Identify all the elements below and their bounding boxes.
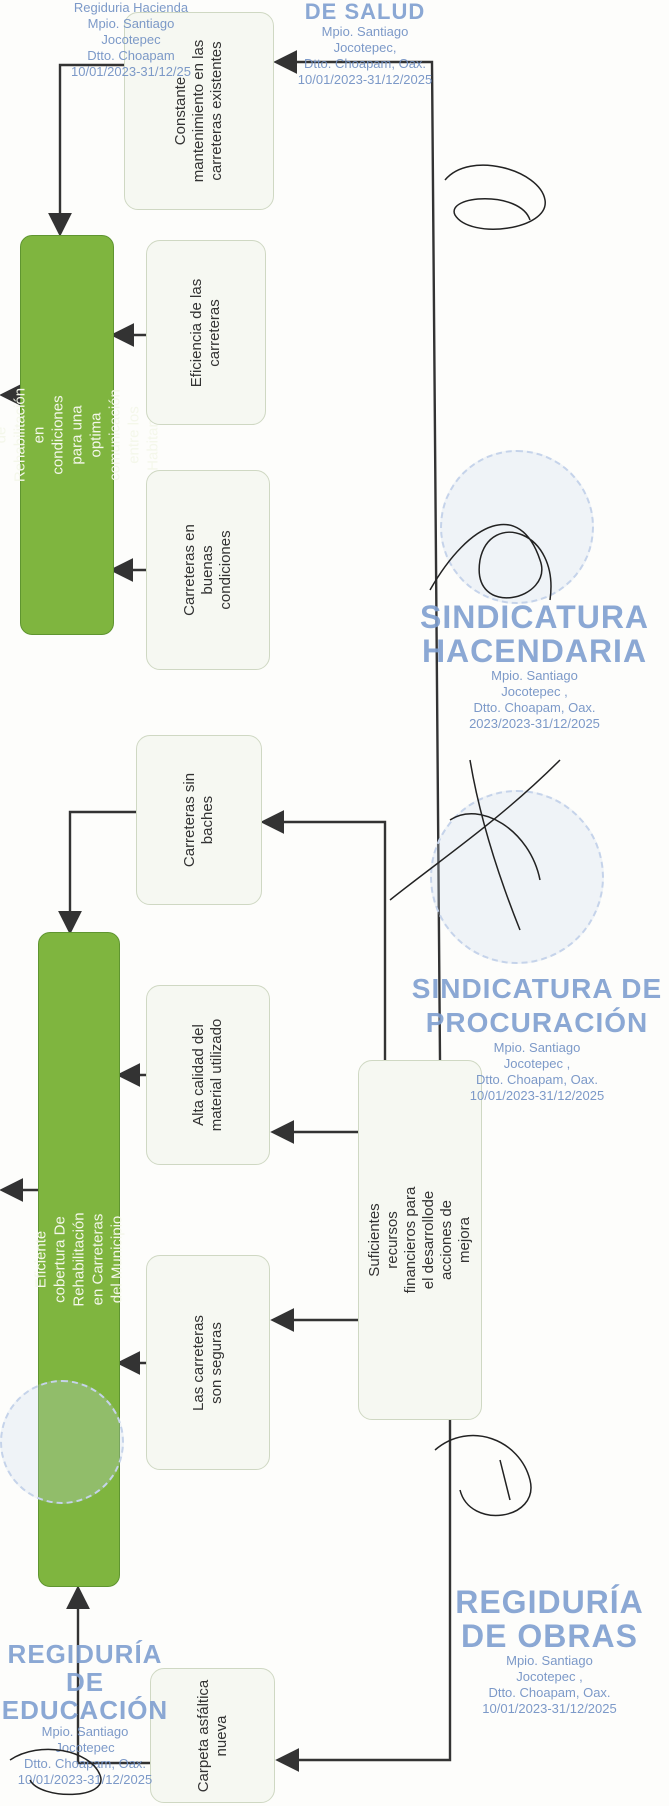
- stamp-ro-line4: Jocotepec ,: [516, 1669, 583, 1684]
- stamp-re-line1: REGIDURÍA DE: [7, 1639, 163, 1697]
- stamp-salud-top-line2: Mpio. Santiago: [321, 24, 409, 39]
- node-infraestructura-label: Infraestructura de Rehabilitación en con…: [0, 387, 161, 483]
- stamp-ro-line3: Mpio. Santiago: [506, 1653, 593, 1668]
- stamp-re-line3: Mpio. Santiago: [41, 1724, 129, 1739]
- stamp-salud-top-line1: DE SALUD: [304, 0, 426, 24]
- stamp-sh-line2: HACENDARIA: [421, 633, 648, 669]
- arrow-constante: [48, 63, 124, 237]
- stamp-regiduria-educacion: REGIDURÍA DE EDUCACIÓN Mpio. Santiago Jo…: [0, 1640, 170, 1788]
- seal-procuracion: [430, 790, 604, 964]
- stamp-salud-top: DE SALUD Mpio. Santiago Jocotepec, Dtto.…: [280, 0, 450, 88]
- node-sin-baches-label: Carreteras sin baches: [181, 772, 216, 868]
- node-buenas-label: Carreteras en buenas condiciones: [181, 524, 234, 616]
- stamp-regiduria-top-line4: Dtto. Choapam: [87, 48, 175, 63]
- stamp-regiduria-top-line1: Regiduria Hacienda: [73, 0, 189, 15]
- stamp-sp-line4: Jocotepec ,: [503, 1056, 571, 1071]
- stamp-sp-line5: Dtto. Choapam, Oax.: [475, 1072, 599, 1087]
- stamp-sh-line3: Mpio. Santiago: [491, 668, 578, 683]
- stamp-ro-line1: REGIDURÍA: [455, 1584, 644, 1620]
- node-suficientes: Suficientes recursos financieros para el…: [358, 1060, 482, 1420]
- node-seguras: Las carreteras son seguras: [146, 1255, 270, 1470]
- stamp-sp-line3: Mpio. Santiago: [493, 1040, 581, 1055]
- arrow-sin-baches: [58, 810, 136, 935]
- stamp-regiduria-top-line2: Mpio. Santiago: [87, 16, 175, 31]
- stamp-regiduria-top: Regiduria Hacienda Mpio. Santiago Jocote…: [56, 0, 206, 80]
- node-suficientes-label: Suficientes recursos financieros para el…: [366, 1186, 473, 1294]
- node-infraestructura: Infraestructura de Rehabilitación en con…: [0, 235, 161, 635]
- stamp-salud-top-line5: 10/01/2023-31/12/2025: [297, 72, 433, 87]
- node-eficiente-label: Eficiente cobertura De Rehabilitación en…: [32, 1212, 126, 1307]
- stamp-ro-line5: Dtto. Choapam, Oax.: [488, 1685, 611, 1700]
- stamp-sp-line2: PROCURACIÓN: [425, 1007, 649, 1038]
- node-sin-baches: Carreteras sin baches: [136, 735, 262, 905]
- node-alta-calidad-label: Alta calidad del material utilizado: [190, 1018, 225, 1132]
- stamp-salud-top-line4: Dtto. Choapam, Oax.: [303, 56, 427, 71]
- node-alta-calidad: Alta calidad del material utilizado: [146, 985, 270, 1165]
- stamp-sh-line5: Dtto. Choapam, Oax.: [473, 700, 596, 715]
- stamp-regiduria-top-line5: 10/01/2023-31/12/25: [71, 64, 191, 79]
- node-constante: Constante mantenimiento en las carretera…: [124, 12, 274, 210]
- stamp-sh-line6: 2023/2023-31/12/2025: [469, 716, 600, 731]
- stamp-sp-line1: SINDICATURA DE: [411, 973, 663, 1004]
- node-seguras-label: Las carreteras son seguras: [190, 1314, 225, 1411]
- seal-hacendaria: [440, 450, 594, 604]
- stamp-sindicatura-procuracion: SINDICATURA DE PROCURACIÓN Mpio. Santiag…: [405, 972, 669, 1104]
- stamp-sindicatura-hacendaria: SINDICATURA HACENDARIA Mpio. Santiago Jo…: [400, 600, 669, 732]
- seal-educacion: [0, 1380, 124, 1504]
- stamp-re-line6: 10/01/2023-31/12/2025: [17, 1772, 153, 1787]
- stamp-sh-line1: SINDICATURA: [419, 599, 650, 635]
- stamp-salud-top-line3: Jocotepec,: [333, 40, 397, 55]
- stamp-ro-line6: 10/01/2023-31/12/2025: [482, 1701, 617, 1716]
- stamp-sh-line4: Jocotepec ,: [501, 684, 568, 699]
- arrow-suf-constante: [273, 50, 442, 1061]
- stamp-re-line4: Jocotepec: [55, 1740, 115, 1755]
- arrow-suf-carpeta: [275, 1420, 452, 1772]
- stamp-regiduria-top-line3: Jocotepec: [101, 32, 161, 47]
- stamp-regiduria-obras: REGIDURÍA DE OBRAS Mpio. Santiago Jocote…: [430, 1585, 669, 1717]
- stamp-ro-line2: DE OBRAS: [461, 1618, 638, 1654]
- stamp-re-line2: EDUCACIÓN: [1, 1695, 169, 1725]
- node-buenas: Carreteras en buenas condiciones: [146, 470, 270, 670]
- arrow-suf-sinbaches: [260, 810, 387, 1060]
- node-carpeta-label: Carpeta asfáltica nueva: [194, 1679, 230, 1792]
- node-eficiencia: Eficiencia de las carreteras: [146, 240, 266, 425]
- stamp-re-line5: Dtto. Choapam, Oax.: [23, 1756, 147, 1771]
- node-eficiencia-label: Eficiencia de las carreteras: [188, 278, 223, 387]
- node-carpeta: Carpeta asfáltica nueva: [150, 1668, 275, 1803]
- stamp-sp-line6: 10/01/2023-31/12/2025: [469, 1088, 605, 1103]
